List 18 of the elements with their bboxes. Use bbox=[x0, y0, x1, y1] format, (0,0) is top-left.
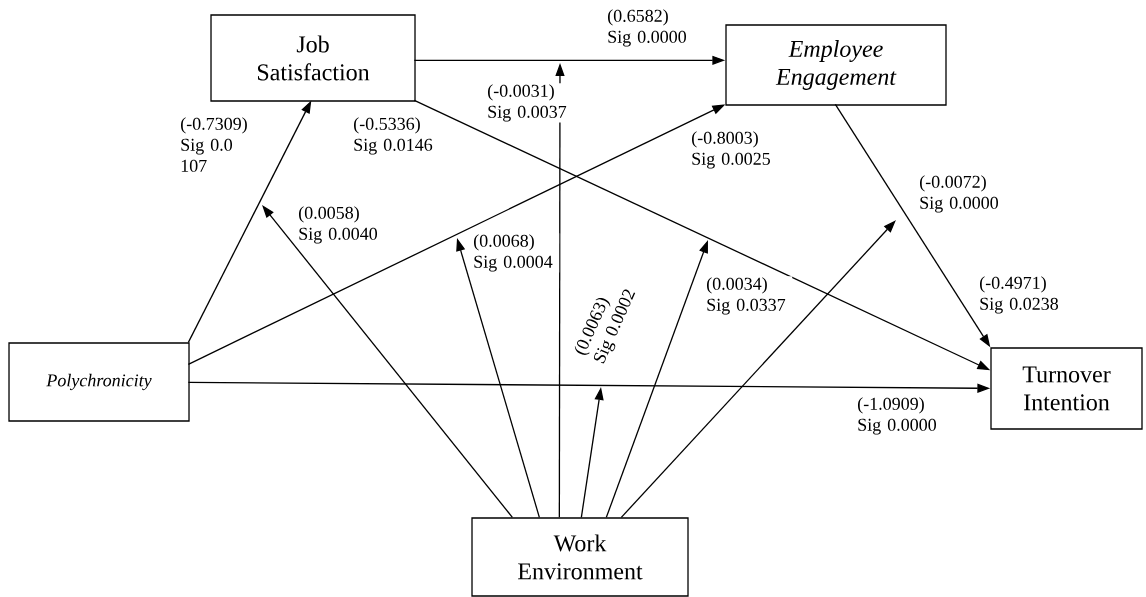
edge-label: (-0.8003) Sig 0.0025 bbox=[690, 130, 778, 170]
edge-label: (-0.4971) Sig 0.0238 bbox=[978, 275, 1066, 315]
edge-label: (0.6582) Sig 0.0000 bbox=[606, 8, 694, 48]
edge-label: (0.0034) Sig 0.0337 bbox=[705, 276, 793, 316]
edge-label: (-0.0072) Sig 0.0000 bbox=[918, 174, 1006, 214]
edge-label: (0.0058) Sig 0.0040 bbox=[297, 205, 385, 245]
edge-label: (-1.0909) Sig 0.0000 bbox=[856, 396, 944, 436]
edge-label: (-0.5336) Sig 0.0146 bbox=[352, 116, 440, 156]
concept-box: Work Environment bbox=[471, 517, 689, 597]
edge-label: (-0.7309) Sig 0.0 107 bbox=[179, 116, 267, 173]
concept-box: Job Satisfaction bbox=[210, 14, 416, 102]
edge-label: (-0.0031) Sig 0.0037 bbox=[486, 83, 574, 123]
concept-box: Turnover Intention bbox=[990, 347, 1143, 430]
arrow bbox=[262, 205, 513, 518]
concept-box: Polychronicity bbox=[8, 342, 190, 422]
arrow bbox=[620, 220, 896, 518]
edge-label: (0.0068) Sig 0.0004 bbox=[472, 233, 560, 273]
concept-box: Employee Engagement bbox=[725, 24, 947, 106]
